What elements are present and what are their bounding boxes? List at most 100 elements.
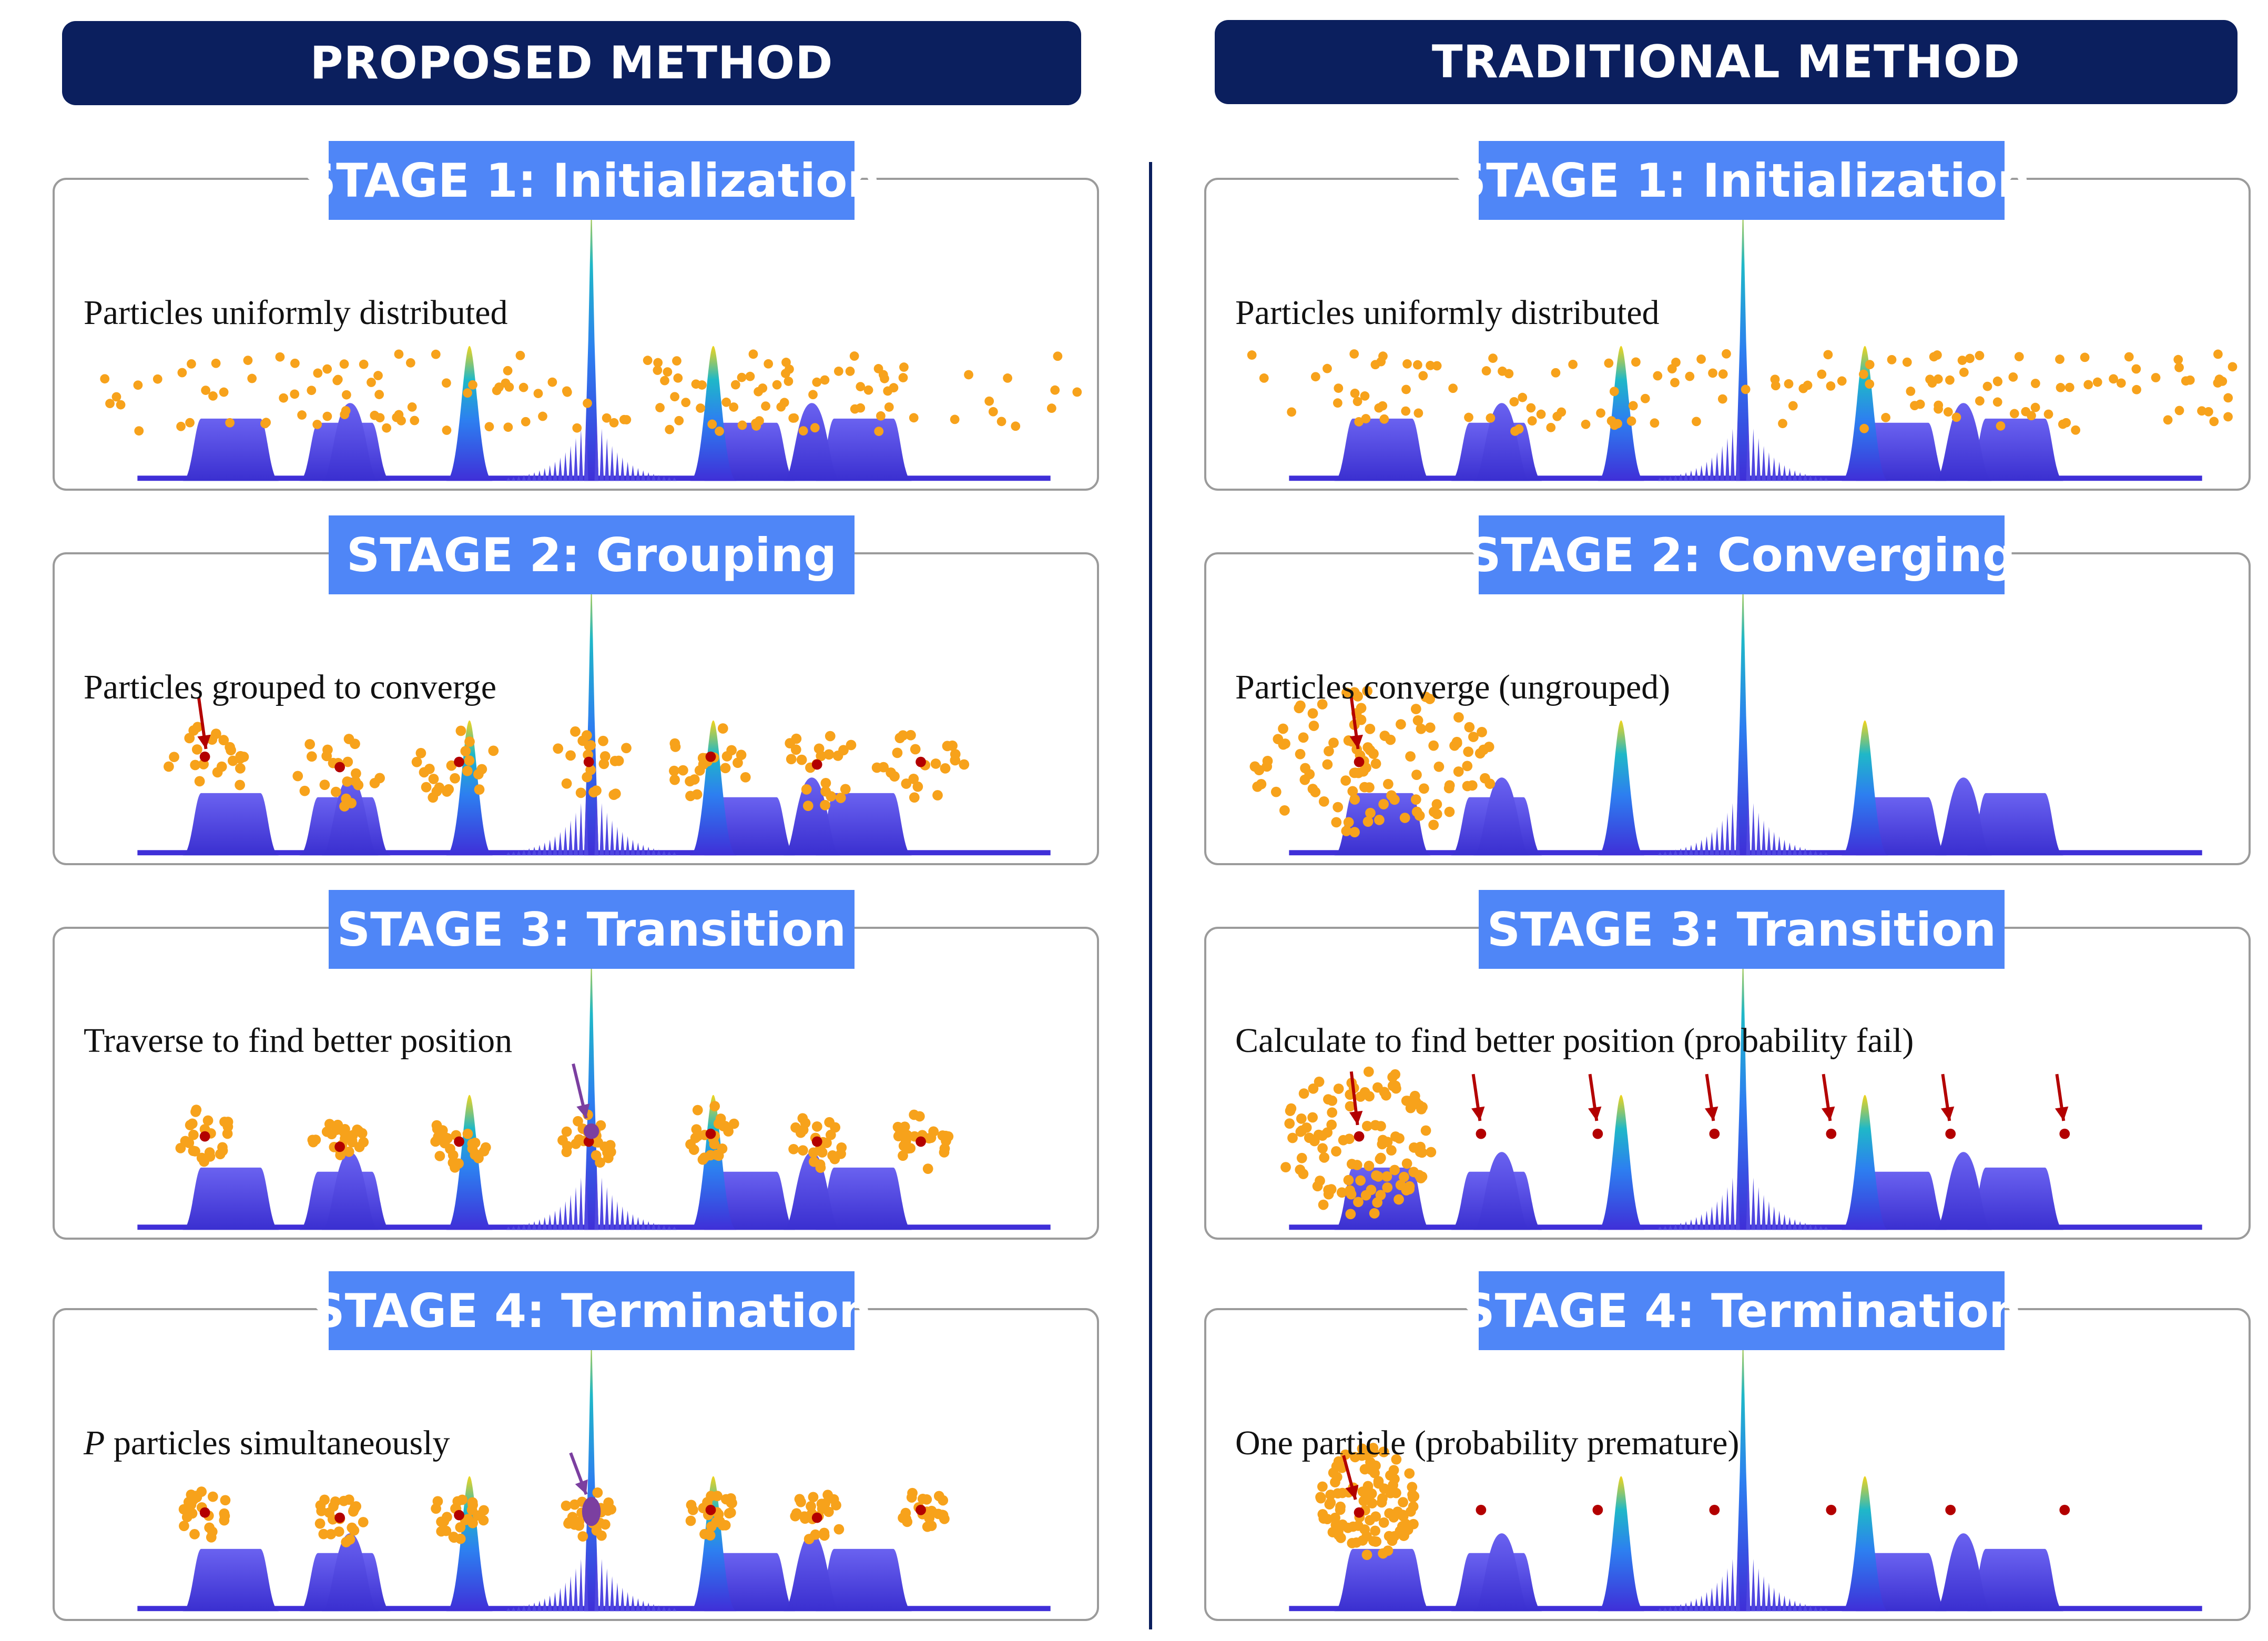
landscape-ripple — [1813, 1606, 1818, 1612]
landscape-ripple — [574, 438, 578, 481]
particle — [910, 744, 921, 755]
particle — [808, 390, 818, 400]
particle — [1356, 703, 1367, 714]
landscape-ripple — [516, 1225, 521, 1230]
particle — [432, 1123, 443, 1134]
particle — [1334, 383, 1344, 393]
landscape-ripple — [1710, 1587, 1714, 1612]
landscape-plateau — [1967, 1548, 2064, 1612]
particle — [672, 356, 682, 366]
particle — [521, 417, 531, 427]
particle — [1309, 1136, 1320, 1147]
landscape-ripple — [672, 1608, 677, 1612]
leader-arrow-head — [1349, 734, 1363, 749]
particle — [407, 402, 417, 412]
particle — [1354, 417, 1364, 427]
traditional-stage-4-caption: One particle (probability premature) — [1235, 1423, 1739, 1463]
particle — [431, 1503, 441, 1514]
landscape-ripple — [1798, 846, 1803, 856]
landscape-ripple — [594, 417, 599, 481]
landscape-ripple — [1673, 1605, 1678, 1612]
landscape-ripple — [672, 852, 677, 856]
particle — [553, 743, 564, 754]
landscape-ripple — [1735, 1547, 1740, 1612]
particle — [1417, 1171, 1428, 1182]
particle — [798, 1145, 808, 1156]
proposed-stage-3-title: STAGE 3: Transition — [329, 890, 855, 969]
particle — [369, 778, 380, 788]
particle — [984, 396, 994, 406]
particle — [1287, 407, 1296, 417]
landscape-plateau — [182, 793, 279, 856]
particle — [884, 402, 894, 412]
landscape-ripple — [1704, 1592, 1709, 1612]
landscape-ripple — [667, 1607, 672, 1612]
particle — [820, 1498, 830, 1509]
particle — [758, 383, 768, 393]
landscape-ripple — [1735, 1166, 1740, 1230]
particle — [1310, 787, 1321, 797]
landscape-ripple — [578, 803, 583, 856]
particle — [1628, 401, 1638, 411]
particle — [800, 1513, 810, 1524]
particle — [1355, 1175, 1366, 1186]
particle — [2173, 354, 2183, 364]
particle — [909, 792, 920, 803]
proposed-stage-2-panel: Particles grouped to converge — [53, 552, 1099, 865]
landscape-ripple — [584, 1547, 588, 1612]
particle — [1412, 360, 1422, 370]
particle — [833, 1524, 845, 1535]
particle — [1387, 1072, 1398, 1082]
particle — [382, 423, 391, 433]
particle — [1287, 1132, 1298, 1143]
particle — [319, 779, 330, 791]
proposed-method-header: PROPOSED METHOD — [62, 21, 1081, 105]
landscape-ripple — [599, 1178, 604, 1230]
particle — [1696, 354, 1706, 364]
particle — [1399, 1171, 1409, 1182]
particle — [467, 1497, 478, 1508]
particle — [1596, 408, 1605, 418]
landscape-global-peak — [584, 193, 599, 481]
particle — [1341, 826, 1352, 836]
landscape-global-peak — [1735, 193, 1751, 481]
landscape-ripple — [1704, 1210, 1709, 1230]
particle — [1959, 367, 1969, 377]
particle — [669, 738, 680, 749]
particle — [812, 377, 822, 387]
particle — [939, 1147, 950, 1158]
particle — [1462, 761, 1473, 772]
candidate-arrow-head — [2055, 1106, 2069, 1121]
particle — [833, 366, 843, 376]
particle — [1333, 1083, 1344, 1094]
particle — [332, 376, 342, 386]
particle — [442, 378, 451, 388]
particle — [856, 382, 866, 391]
landscape-ripple — [667, 477, 672, 481]
particle — [1298, 1088, 1309, 1099]
particle — [342, 776, 353, 787]
landscape-ripple — [652, 848, 656, 856]
particle — [893, 1131, 904, 1142]
particle — [1887, 355, 1897, 364]
particle — [342, 756, 353, 767]
particle — [690, 1132, 701, 1143]
landscape-global-peak — [584, 1323, 599, 1612]
particle — [643, 356, 653, 366]
particle — [813, 743, 825, 754]
particle — [1408, 1167, 1419, 1178]
particle — [1631, 357, 1641, 367]
particle — [411, 756, 422, 767]
group-leader — [583, 756, 594, 767]
particle — [292, 771, 303, 782]
particle — [874, 427, 884, 436]
landscape-peak — [690, 346, 737, 481]
particle — [1370, 758, 1381, 769]
particle — [1401, 384, 1411, 394]
particle — [1327, 1527, 1338, 1537]
particle — [2151, 373, 2161, 382]
landscape-ripple — [1808, 849, 1813, 856]
particle — [2223, 412, 2233, 422]
particle — [691, 1124, 702, 1135]
particle — [191, 744, 202, 755]
